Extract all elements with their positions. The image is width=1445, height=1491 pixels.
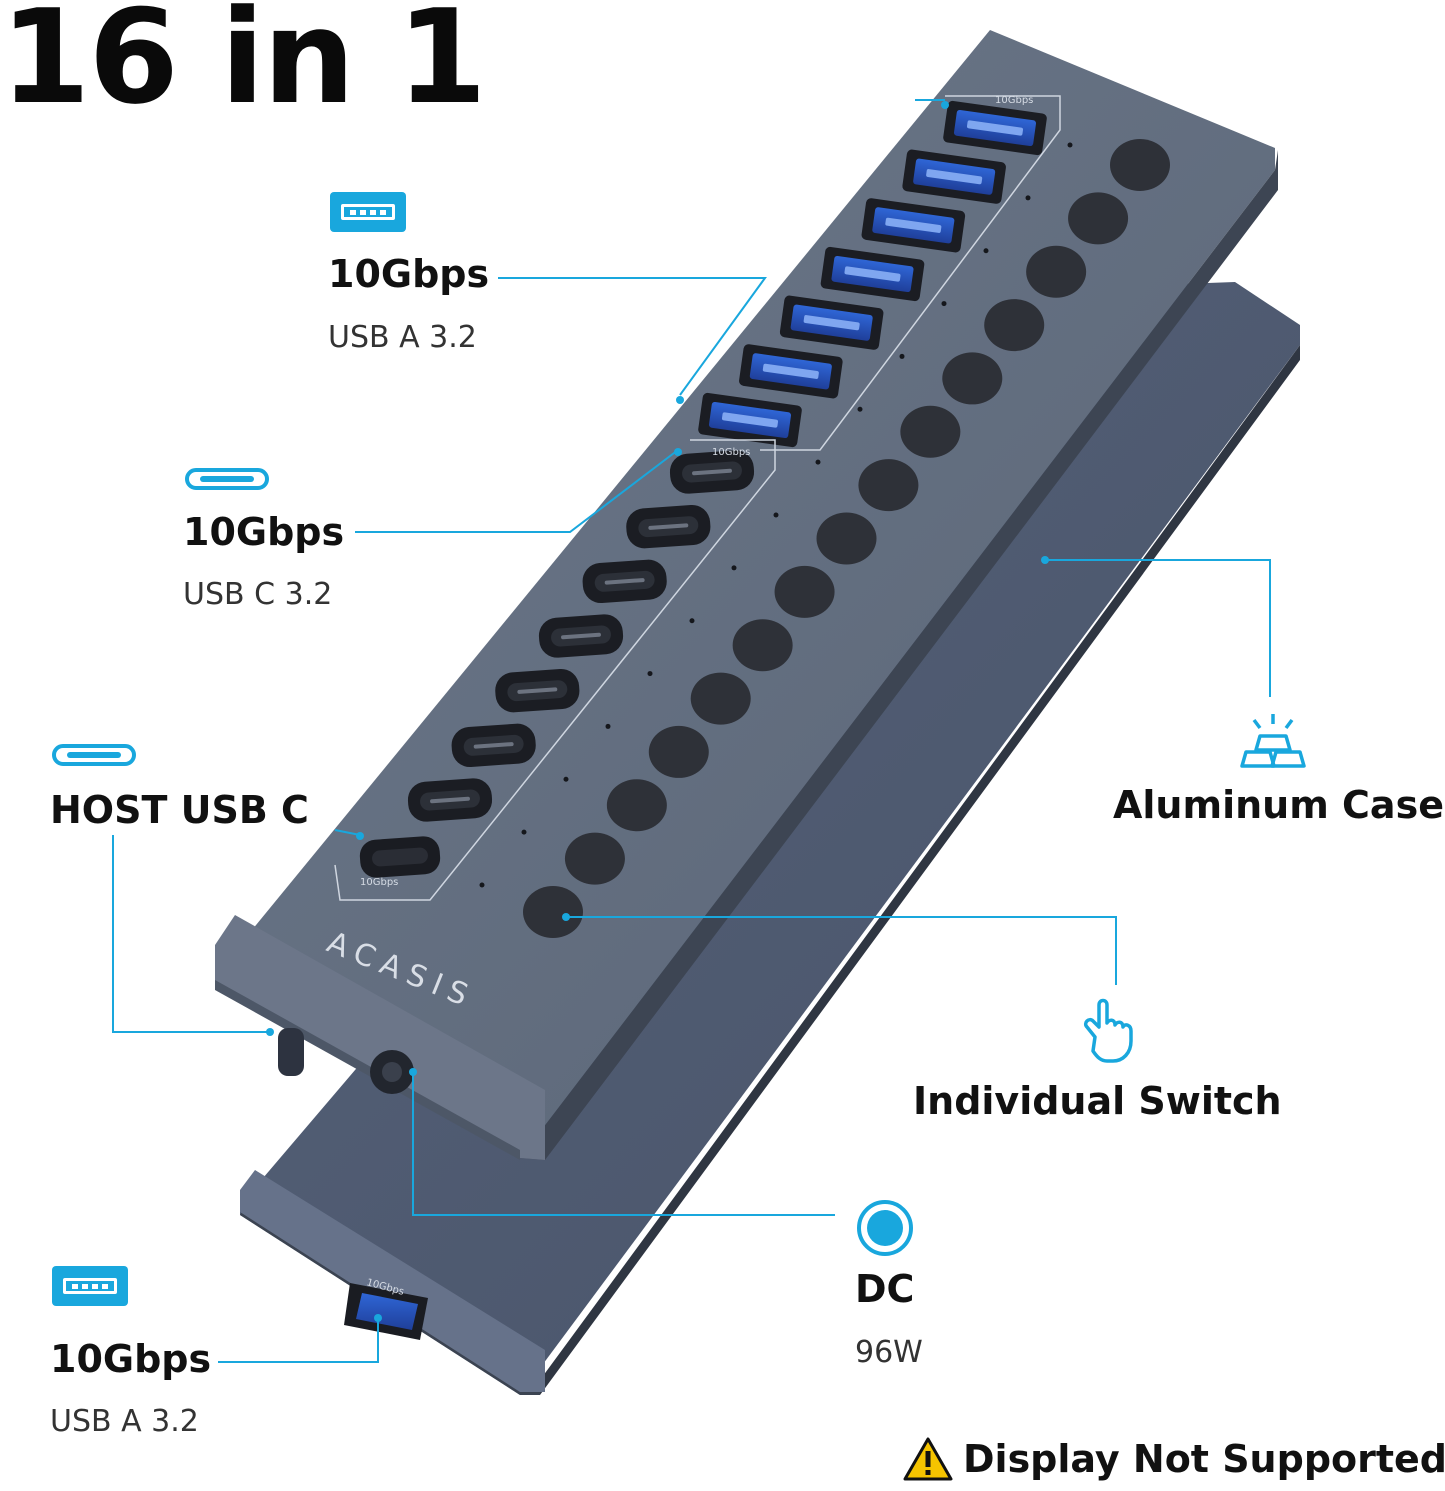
usb-a-port [943, 100, 1047, 156]
usb-c-group-speed-label: 10Gbps [712, 447, 750, 458]
usb-c-speed-title: 10Gbps [183, 510, 345, 554]
callout-dots [266, 101, 1049, 1322]
usb-c-port-icon [185, 468, 269, 490]
led-indicator [983, 248, 989, 254]
usb-c-port [451, 723, 536, 768]
warning-notice: Display Not Supported [903, 1437, 1445, 1481]
usb-a-port-group [698, 100, 1047, 448]
led-indicator [689, 618, 695, 624]
rear-usb-a-port [344, 1283, 428, 1340]
usb-a-port [739, 344, 843, 399]
usb-c-group-outline [334, 439, 776, 901]
port-power-switch [564, 832, 625, 885]
port-power-switch [900, 405, 961, 458]
led-indicator [815, 459, 821, 465]
led-indicator-group [479, 142, 1073, 888]
port-power-switch [732, 619, 793, 672]
led-indicator [941, 301, 947, 307]
led-indicator [1025, 195, 1031, 201]
usb-c-port [626, 504, 711, 549]
port-power-switch [690, 672, 751, 725]
rear-usb-a-type-label: USB A 3.2 [50, 1404, 199, 1439]
usb-c-port [669, 450, 755, 494]
port-power-switch [1068, 192, 1129, 245]
warning-triangle-icon [903, 1437, 953, 1481]
pointing-hand-icon [1083, 998, 1133, 1063]
individual-switch-title: Individual Switch [913, 1079, 1282, 1123]
led-indicator [563, 776, 569, 782]
host-usb-c-port [359, 836, 441, 878]
callout-lines [112, 99, 1271, 1363]
led-indicator [1067, 142, 1073, 148]
usb-a-speed-title: 10Gbps [328, 252, 490, 296]
led-indicator [605, 723, 611, 729]
led-indicator [479, 882, 485, 888]
usb-a-port-icon [330, 192, 406, 232]
usb-a-port [698, 392, 802, 448]
led-indicator [521, 829, 527, 835]
usb-a-port [820, 246, 925, 302]
port-power-switch [648, 725, 709, 778]
port-power-switch [606, 779, 667, 832]
host-group-speed-label: 10Gbps [360, 877, 398, 888]
usb-a-port [779, 295, 884, 350]
host-usb-c-icon [52, 744, 136, 766]
port-power-switch [1110, 139, 1170, 191]
dc-power-rating: 96W [855, 1335, 923, 1370]
dc-jack [370, 1050, 414, 1094]
led-indicator [899, 353, 905, 359]
port-power-switch [816, 512, 877, 565]
end-usb-c-port [278, 1028, 304, 1076]
port-power-switch [984, 299, 1045, 352]
led-indicator [647, 671, 653, 677]
aluminum-case-title: Aluminum Case [1113, 783, 1444, 827]
usb-a-group-outline [760, 95, 1061, 451]
led-indicator [773, 512, 779, 518]
usb-c-type-label: USB C 3.2 [183, 577, 333, 612]
port-power-switch [774, 565, 835, 618]
port-power-switch [523, 886, 583, 938]
usb-a-type-label: USB A 3.2 [328, 320, 477, 355]
usb-c-port-group [407, 450, 755, 822]
usb-a-port-icon [52, 1266, 128, 1306]
dc-title: DC [855, 1267, 915, 1311]
usb-a-group-speed-label: 10Gbps [995, 95, 1033, 106]
warning-text: Display Not Supported [963, 1437, 1445, 1481]
host-usb-c-title: HOST USB C [50, 788, 309, 832]
headline: 16 in 1 [0, 0, 487, 133]
aluminum-bars-icon [1240, 714, 1306, 768]
port-power-switch [1026, 245, 1087, 298]
rear-usb-a-speed-title: 10Gbps [50, 1337, 212, 1381]
usb-c-port [582, 559, 667, 604]
usb-a-port [861, 198, 966, 253]
usb-a-port [902, 149, 1006, 204]
switch-button-group [523, 139, 1170, 938]
port-power-switch [858, 459, 919, 512]
usb-c-port [495, 668, 580, 713]
port-power-switch [942, 352, 1003, 405]
usb-c-port [407, 778, 493, 822]
dc-power-icon [857, 1200, 913, 1256]
led-indicator [731, 565, 737, 571]
led-indicator [857, 406, 863, 412]
usb-c-port [538, 614, 624, 658]
